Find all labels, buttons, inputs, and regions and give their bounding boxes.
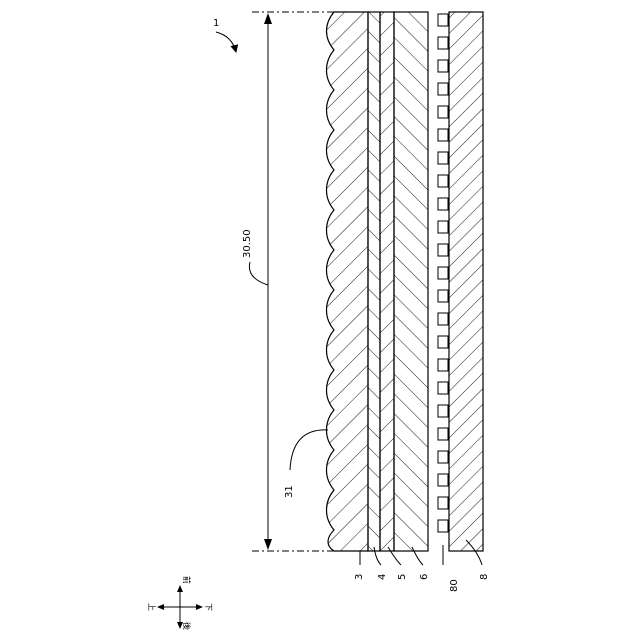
label-31: 31 bbox=[284, 485, 295, 498]
protrusion bbox=[438, 175, 448, 187]
layer-8 bbox=[449, 12, 483, 551]
compass-arrow-left bbox=[157, 604, 164, 610]
layer-6 bbox=[394, 12, 428, 551]
protrusion bbox=[438, 83, 448, 95]
protrusion bbox=[438, 359, 448, 371]
protrusion bbox=[438, 451, 448, 463]
protrusions-80 bbox=[438, 14, 448, 532]
protrusion bbox=[438, 520, 448, 532]
protrusion bbox=[438, 152, 448, 164]
label-4: 4 bbox=[377, 574, 388, 580]
protrusion bbox=[438, 14, 448, 26]
protrusion bbox=[438, 336, 448, 348]
protrusion bbox=[438, 428, 448, 440]
protrusion bbox=[438, 244, 448, 256]
protrusion bbox=[438, 267, 448, 279]
protrusion bbox=[438, 60, 448, 72]
dimension-arrow-bottom bbox=[264, 539, 272, 550]
label-3: 3 bbox=[354, 574, 365, 580]
label-6: 6 bbox=[419, 574, 430, 580]
protrusion bbox=[438, 221, 448, 233]
dimension-leader bbox=[249, 262, 268, 285]
protrusion bbox=[438, 106, 448, 118]
layer-3 bbox=[327, 12, 369, 551]
compass-label-left: 上 bbox=[147, 603, 156, 611]
ref-main-label: 1 bbox=[213, 18, 219, 29]
protrusion bbox=[438, 313, 448, 325]
label-80: 80 bbox=[449, 579, 460, 592]
compass-label-down: 後 bbox=[182, 622, 192, 630]
ref-main-arrow bbox=[216, 32, 236, 52]
compass-arrow-right bbox=[196, 604, 203, 610]
protrusion bbox=[438, 37, 448, 49]
layer-4 bbox=[368, 12, 380, 551]
protrusion bbox=[438, 405, 448, 417]
protrusion bbox=[438, 198, 448, 210]
compass-label-up: 前 bbox=[182, 576, 192, 584]
layer-5 bbox=[380, 12, 394, 551]
compass-label-right: 下 bbox=[204, 603, 213, 611]
dimension-text: 30.50 bbox=[242, 229, 253, 258]
label-31-leader bbox=[290, 430, 328, 470]
protrusion bbox=[438, 290, 448, 302]
protrusion bbox=[438, 497, 448, 509]
protrusion bbox=[438, 129, 448, 141]
dimension-arrow-top bbox=[264, 13, 272, 24]
direction-compass: 前 後 上 下 bbox=[147, 576, 213, 630]
compass-arrow-up bbox=[177, 585, 183, 592]
label-5: 5 bbox=[397, 574, 408, 580]
protrusion bbox=[438, 474, 448, 486]
label-8: 8 bbox=[479, 574, 490, 580]
protrusion bbox=[438, 382, 448, 394]
